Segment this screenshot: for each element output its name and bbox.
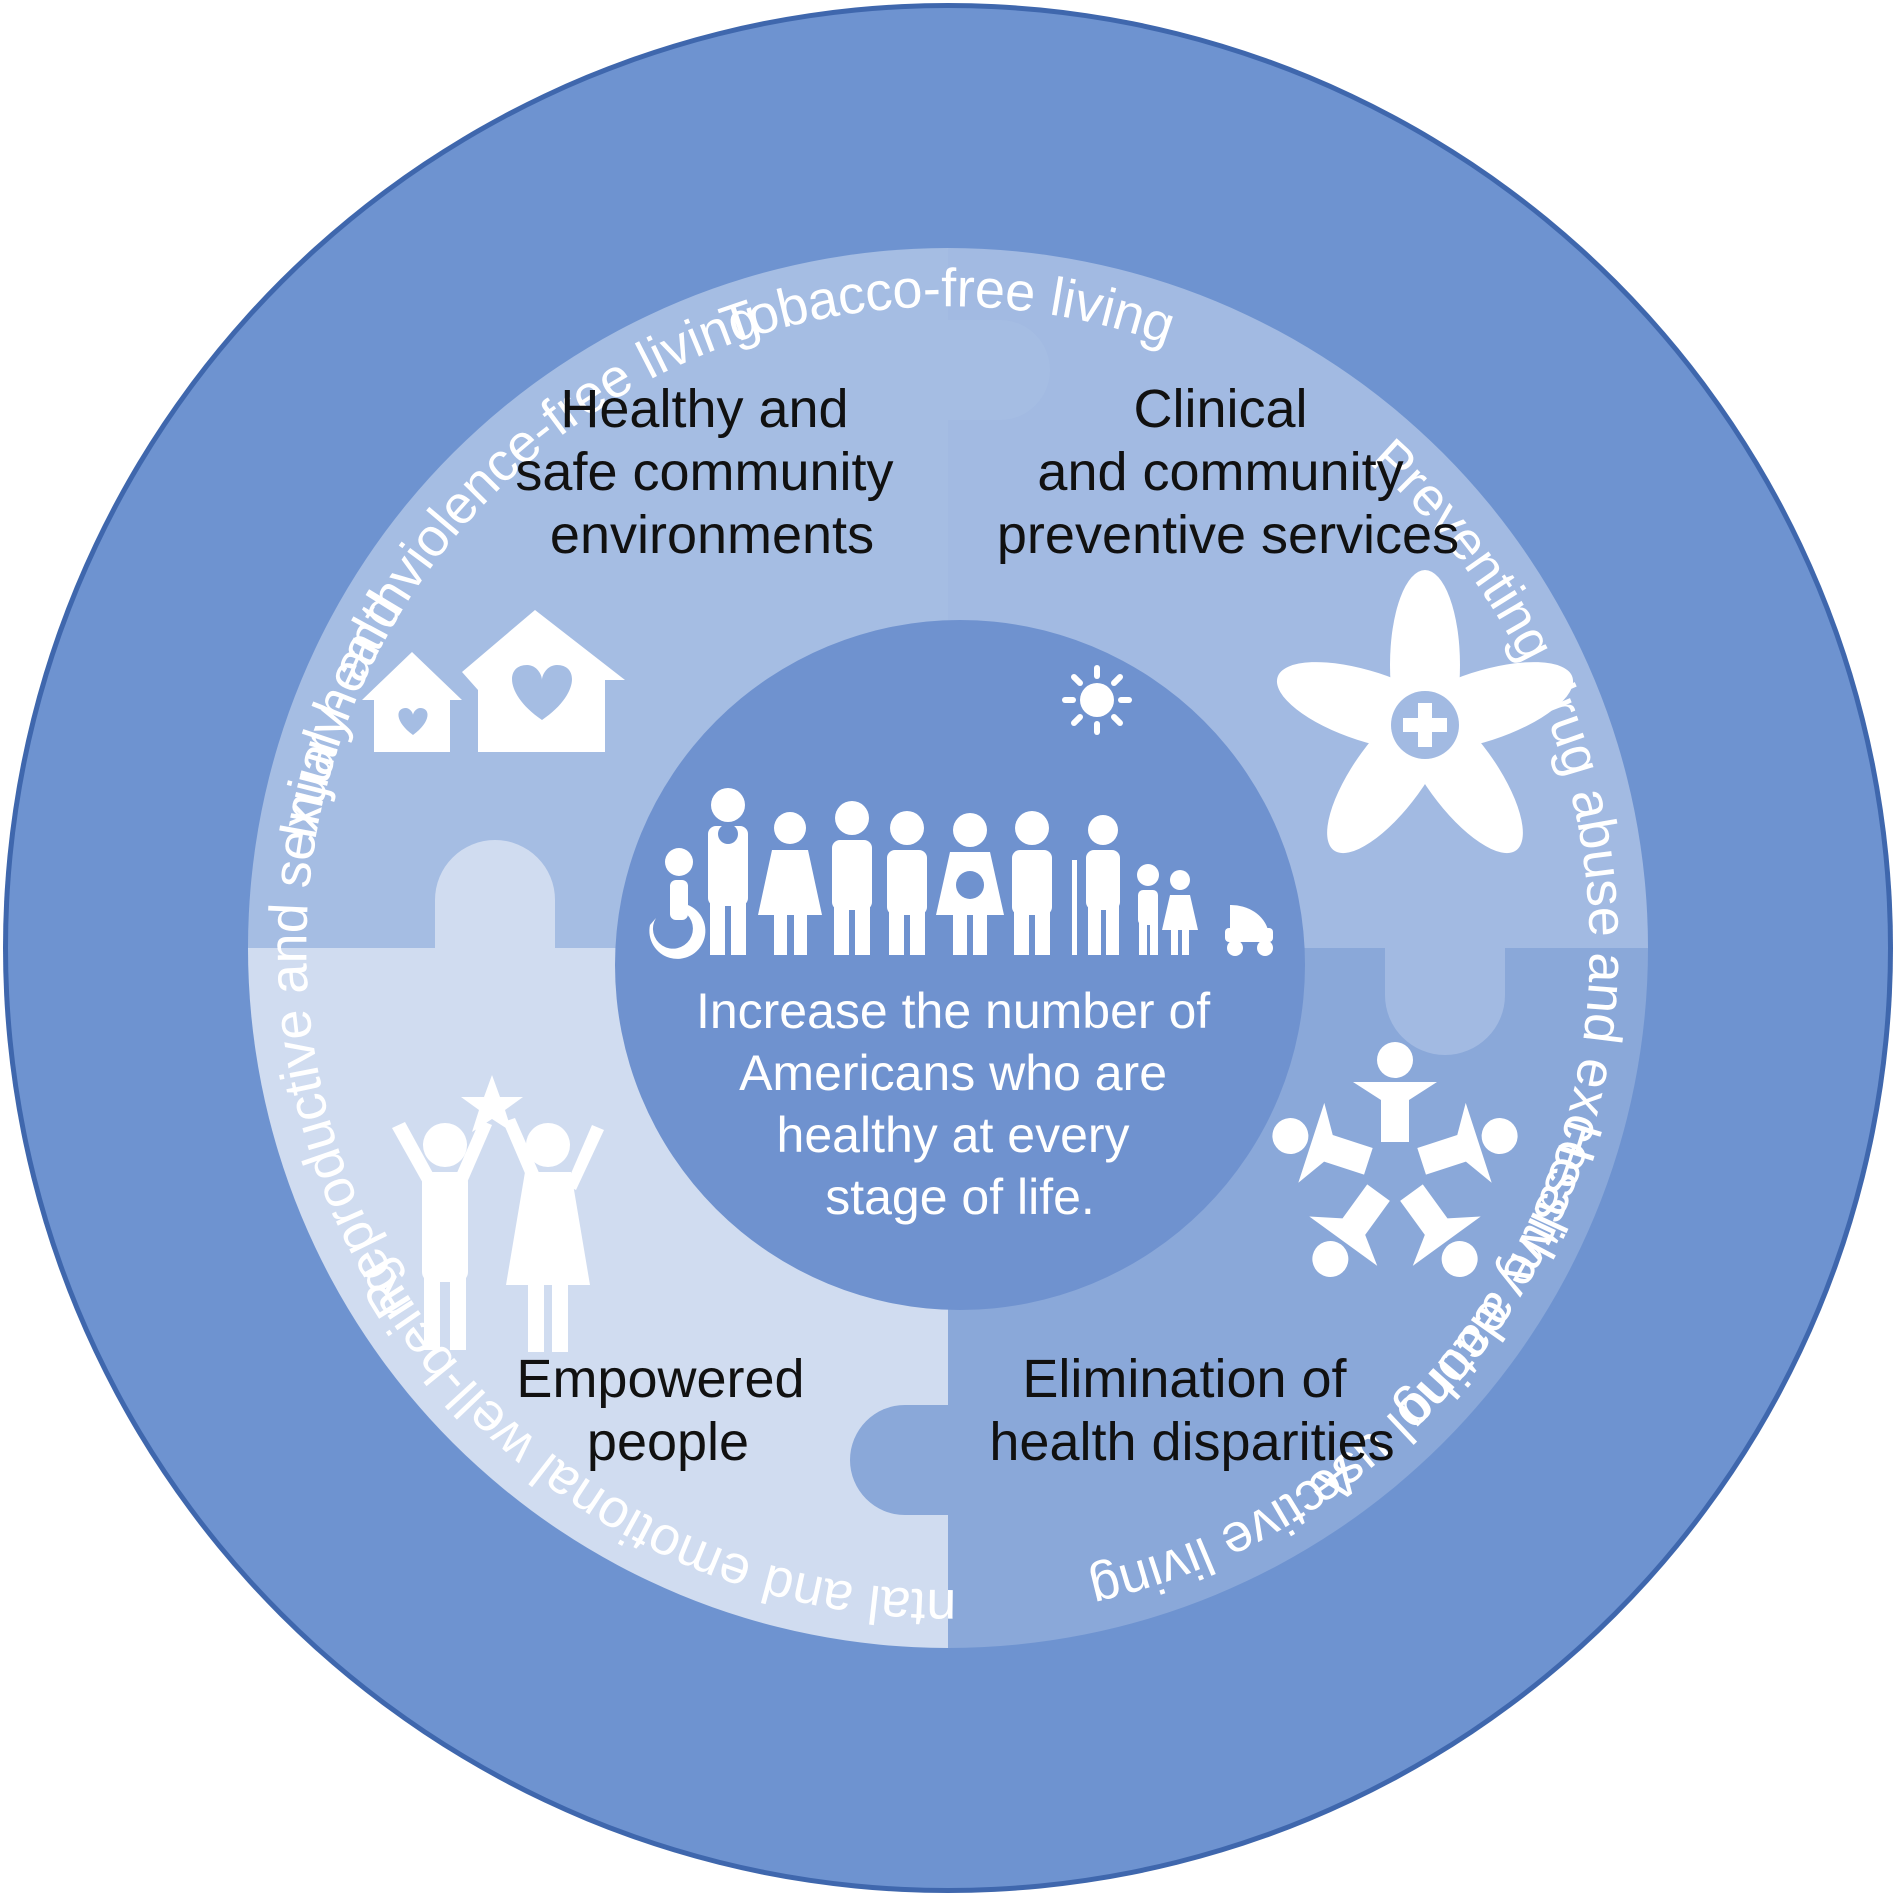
circle-of-people-icon [1272,1042,1518,1277]
label-environments: Healthy and safe community environments [515,379,908,565]
puzzle-tab-right [1385,948,1505,1055]
label-empowered: Empowered people [516,1349,819,1472]
label-disparities: Elimination of health disparities [989,1349,1394,1472]
center-circle [615,620,1305,1310]
hands-medical-cross-icon [1276,570,1574,854]
puzzle-tab-bottom [850,1405,948,1515]
label-services: Clinical and community preventive servic… [997,379,1459,565]
houses-heart-icon [362,610,625,752]
center-label: Increase the number of Americans who are… [696,983,1224,1225]
puzzle-tab-top [948,320,1050,420]
puzzle-tab-left [435,840,555,948]
family-generations-icon [649,788,1273,959]
sun-icon [1062,665,1132,735]
people-raising-arms-star-icon [392,1075,604,1352]
